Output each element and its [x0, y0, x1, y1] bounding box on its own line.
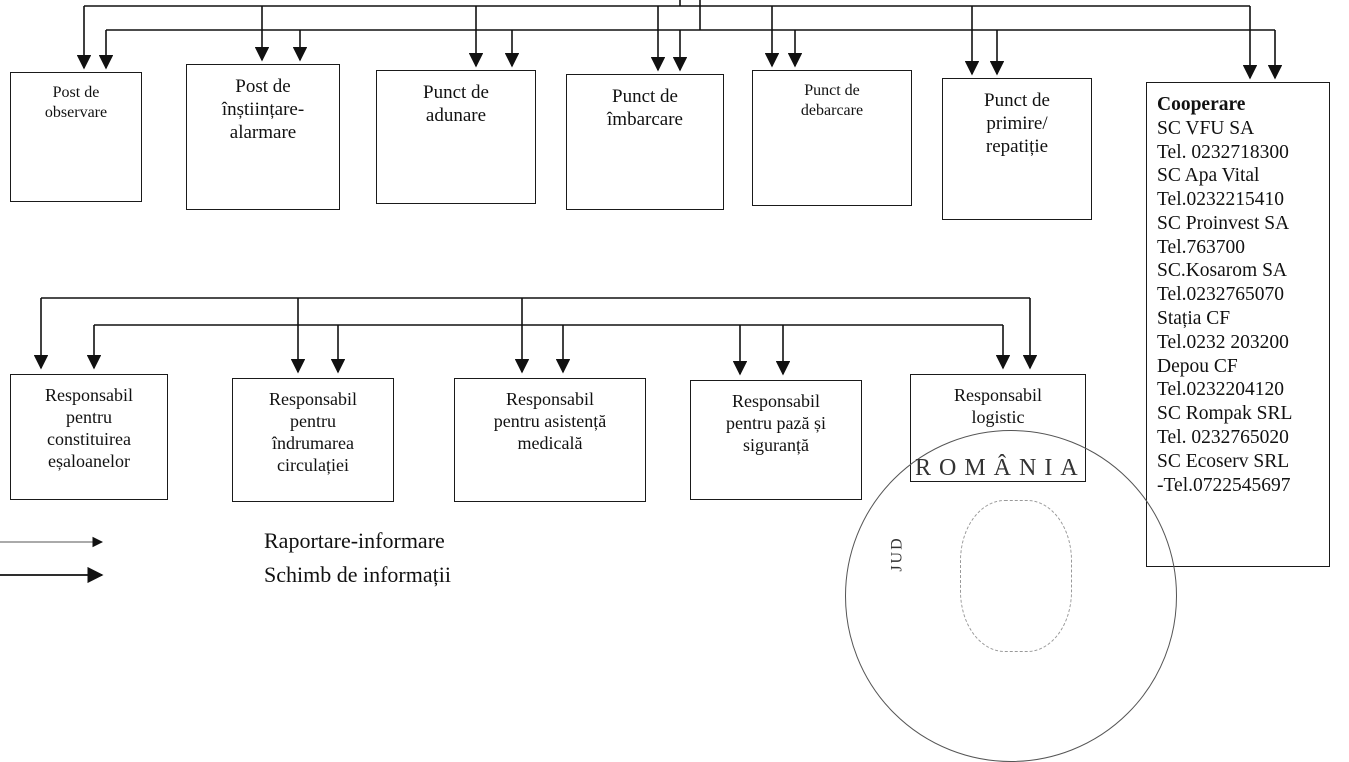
cooperare-title: Cooperare — [1157, 94, 1246, 115]
cooperare-line: Depou CF — [1157, 355, 1238, 377]
box-punct-primire: Punct de primire/ repatiție — [942, 78, 1092, 220]
cooperare-line: Tel.0232765070 — [1157, 284, 1284, 306]
cooperare-line: Stația CF — [1157, 308, 1231, 330]
cooperare-line: Tel.0232215410 — [1157, 189, 1284, 211]
legend-exchange: Schimb de informații — [264, 562, 451, 587]
cooperare-line: Tel. 0232718300 — [1157, 141, 1289, 163]
box-post-instiintare: Post de înștiințare- alarmare — [186, 64, 340, 210]
seal-side-text: JUD — [888, 536, 906, 572]
box-punct-imbarcare: Punct de îmbarcare — [566, 74, 724, 210]
box-resp-paza: Responsabil pentru pază și siguranță — [690, 380, 862, 500]
box-resp-esaloane: Responsabil pentru constituirea eșaloane… — [10, 374, 168, 500]
cooperare-line: SC.Kosarom SA — [1157, 260, 1288, 282]
cooperare-line: Tel.0232 203200 — [1157, 331, 1289, 353]
cooperare-line: SC Proinvest SA — [1157, 212, 1290, 234]
box-resp-medical: Responsabil pentru asistență medicală — [454, 378, 646, 502]
cooperare-line: Tel.0232204120 — [1157, 379, 1284, 401]
connector-lines — [0, 0, 1283, 584]
cooperare-line: SC Rompak SRL — [1157, 403, 1293, 425]
coat-of-arms-icon — [960, 500, 1072, 652]
cooperare-line: SC VFU SA — [1157, 117, 1255, 139]
box-resp-circulatie: Responsabil pentru îndrumarea circulație… — [232, 378, 394, 502]
cooperare-box: Cooperare SC VFU SA Tel. 0232718300 SC A… — [1146, 82, 1330, 567]
cooperare-line: SC Apa Vital — [1157, 165, 1260, 187]
box-post-observare: Post de observare — [10, 72, 142, 202]
seal-text: ROMÂNIA — [915, 455, 1086, 481]
cooperare-line: Tel.763700 — [1157, 236, 1245, 258]
box-punct-adunare: Punct de adunare — [376, 70, 536, 204]
cooperare-line: -Tel.0722545697 — [1157, 474, 1291, 496]
cooperare-line: SC Ecoserv SRL — [1157, 450, 1290, 472]
cooperare-line: Tel. 0232765020 — [1157, 426, 1289, 448]
legend-reporting: Raportare-informare — [264, 528, 445, 553]
box-punct-debarcare: Punct de debarcare — [752, 70, 912, 206]
